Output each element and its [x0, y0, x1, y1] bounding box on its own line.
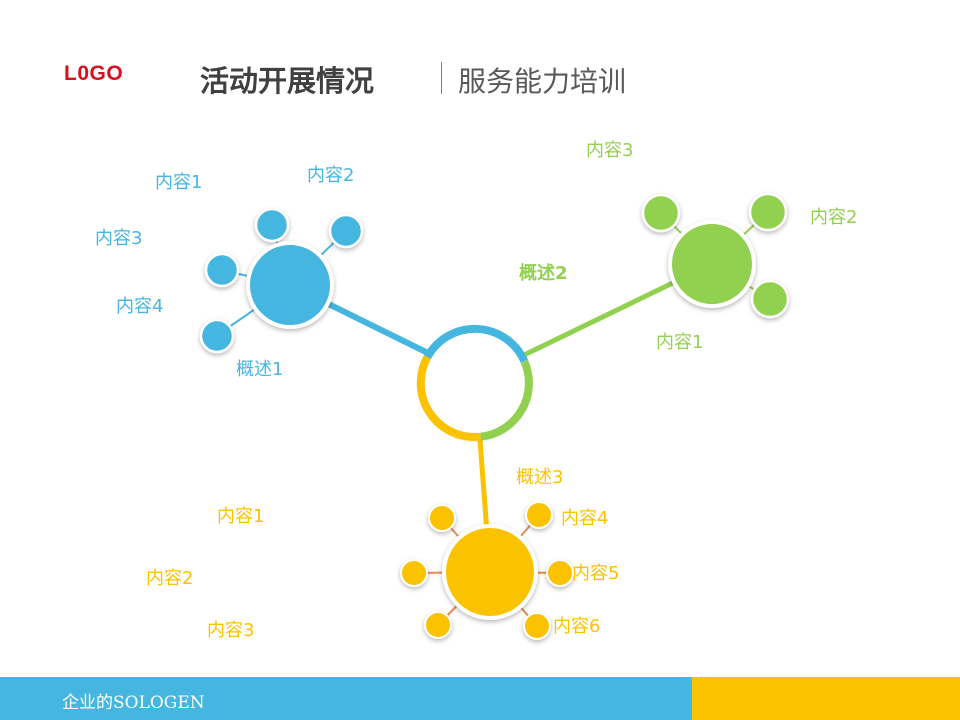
blue-satellite-node — [254, 207, 290, 243]
hub-arc-blue — [423, 324, 528, 363]
footer-slogan: 企业的SOLOGEN — [62, 693, 205, 713]
green-satellite-node — [750, 279, 790, 319]
yellow-satellite-node — [400, 559, 428, 587]
blue-item-label: 内容2 — [307, 165, 355, 186]
blue-item-label: 内容4 — [116, 296, 164, 317]
hub-arc-yellow — [416, 355, 482, 442]
blue-item-label: 内容3 — [95, 228, 143, 249]
footer-bar-yellow — [692, 677, 960, 720]
yellow-main-node — [442, 524, 538, 620]
page-subtitle: 服务能力培训 — [458, 65, 627, 98]
yellow-satellite-node — [525, 501, 553, 529]
yellow-satellite-node — [523, 612, 551, 640]
green-item-label: 内容1 — [656, 332, 704, 353]
mind-map-diagram — [199, 192, 790, 640]
yellow-satellite-node — [424, 611, 452, 639]
title-divider — [441, 62, 442, 94]
blue-satellite-node — [328, 213, 364, 249]
green-main-node — [668, 220, 756, 308]
blue-cluster — [199, 207, 364, 354]
yellow-cluster — [400, 501, 574, 640]
page-title: 活动开展情况 — [200, 64, 375, 98]
yellow-summary-label: 概述3 — [516, 467, 564, 488]
green-satellite-node — [748, 192, 788, 232]
yellow-satellite-node — [546, 559, 574, 587]
central-hub — [416, 324, 533, 442]
yellow-item-label: 内容2 — [146, 568, 194, 589]
footer-bar-blue — [0, 677, 692, 720]
green-summary-label: 概述2 — [519, 263, 568, 284]
hub-arc-green — [480, 359, 533, 441]
yellow-item-label: 内容6 — [553, 616, 601, 637]
green-item-label: 内容2 — [810, 207, 858, 228]
yellow-item-label: 内容3 — [207, 620, 255, 641]
logo: L0GO — [64, 62, 124, 85]
blue-satellite-node — [199, 318, 235, 354]
green-satellite-node — [641, 193, 681, 233]
yellow-item-label: 内容4 — [561, 508, 609, 529]
yellow-item-label: 内容5 — [572, 563, 620, 584]
blue-item-label: 内容1 — [155, 172, 203, 193]
blue-satellite-node — [204, 252, 240, 288]
yellow-item-label: 内容1 — [217, 506, 265, 527]
blue-summary-label: 概述1 — [236, 359, 284, 380]
yellow-satellite-node — [428, 504, 456, 532]
green-cluster — [641, 192, 790, 319]
blue-main-node — [246, 241, 334, 329]
green-item-label: 内容3 — [586, 140, 634, 161]
